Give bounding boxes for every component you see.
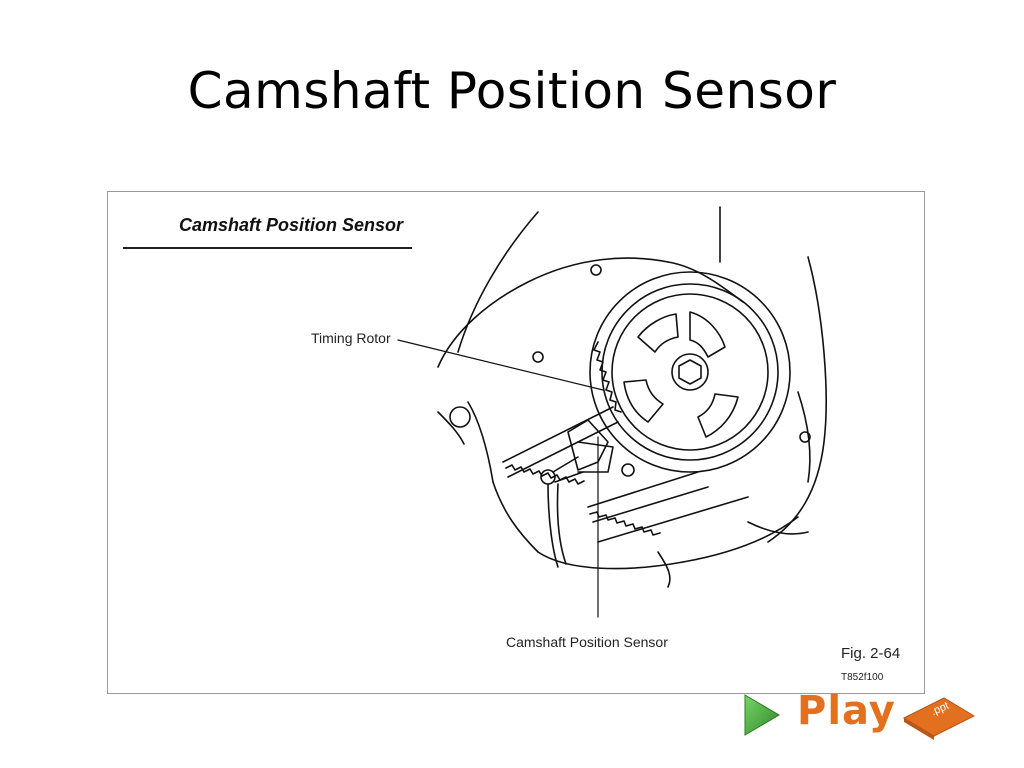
heading-rule bbox=[123, 247, 412, 249]
play-triangle-icon bbox=[744, 694, 780, 736]
slide-title: Camshaft Position Sensor bbox=[187, 62, 837, 120]
figure-frame: Camshaft Position Sensor Timing Rotor Ca… bbox=[107, 191, 925, 694]
figure-heading: Camshaft Position Sensor bbox=[179, 215, 404, 235]
figure-code: T852f100 bbox=[841, 672, 884, 683]
engine-drawing bbox=[397, 206, 827, 618]
ppt-tag-icon bbox=[902, 697, 976, 740]
figure-number: Fig. 2-64 bbox=[841, 645, 901, 662]
label-camshaft-sensor: Camshaft Position Sensor bbox=[506, 634, 668, 650]
play-label[interactable]: Play bbox=[797, 688, 896, 734]
play-ppt-badge[interactable]: Play .ppt bbox=[742, 688, 978, 742]
label-timing-rotor: Timing Rotor bbox=[311, 330, 391, 346]
